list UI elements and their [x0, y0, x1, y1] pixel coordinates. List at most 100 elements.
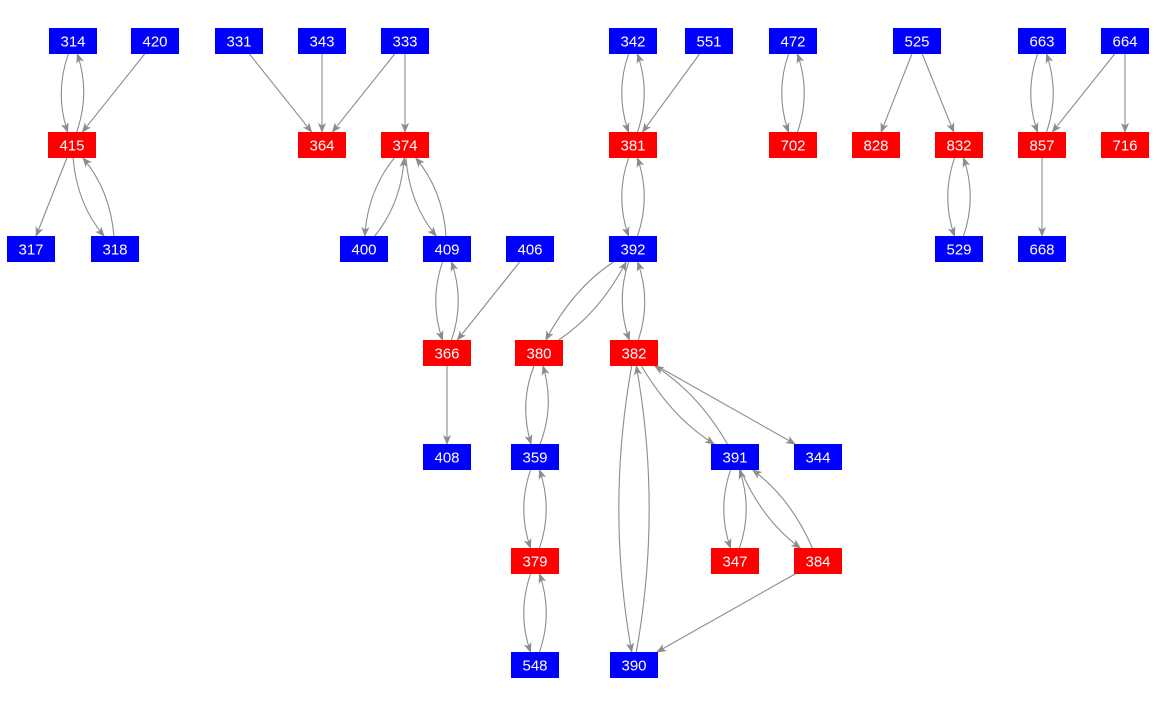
node-391[interactable]: 391: [711, 444, 759, 470]
node-box: [935, 236, 983, 262]
node-label: 400: [351, 242, 376, 259]
edge-379-to-548: [523, 573, 532, 653]
node-318[interactable]: 318: [91, 236, 139, 262]
node-333[interactable]: 333: [381, 28, 429, 54]
node-box: [381, 28, 429, 54]
node-box: [711, 444, 759, 470]
node-label: 668: [1029, 242, 1054, 259]
node-379[interactable]: 379: [511, 548, 559, 574]
node-box: [685, 28, 733, 54]
node-label: 314: [60, 34, 85, 51]
node-400[interactable]: 400: [340, 236, 388, 262]
node-828[interactable]: 828: [852, 132, 900, 158]
edge-391-to-347: [723, 469, 732, 549]
node-box: [1018, 236, 1066, 262]
node-label: 347: [722, 554, 747, 571]
node-label: 384: [805, 554, 830, 571]
node-382[interactable]: 382: [610, 340, 658, 366]
node-label: 409: [434, 242, 459, 259]
node-box: [794, 548, 842, 574]
edge-392-to-381: [636, 157, 645, 237]
node-box: [298, 132, 346, 158]
edge-314-to-415: [60, 53, 69, 133]
node-344[interactable]: 344: [794, 444, 842, 470]
edge-664-to-857: [1051, 53, 1116, 133]
node-406[interactable]: 406: [506, 236, 554, 262]
edge-380-to-359: [524, 365, 535, 445]
node-box: [511, 444, 559, 470]
node-label: 317: [18, 242, 43, 259]
node-label: 702: [780, 138, 805, 155]
node-314[interactable]: 314: [49, 28, 97, 54]
node-529[interactable]: 529: [935, 236, 983, 262]
node-box: [506, 236, 554, 262]
edge-415-to-314: [76, 53, 85, 133]
edge-391-to-382: [654, 365, 728, 445]
node-box: [893, 28, 941, 54]
edge-548-to-379: [538, 573, 547, 653]
node-box: [91, 236, 139, 262]
node-716[interactable]: 716: [1101, 132, 1149, 158]
node-525[interactable]: 525: [893, 28, 941, 54]
node-label: 380: [526, 346, 551, 363]
node-317[interactable]: 317: [7, 236, 55, 262]
node-832[interactable]: 832: [935, 132, 983, 158]
node-342[interactable]: 342: [609, 28, 657, 54]
node-392[interactable]: 392: [609, 236, 657, 262]
node-366[interactable]: 366: [423, 340, 471, 366]
edge-420-to-415: [81, 53, 146, 133]
node-374[interactable]: 374: [381, 132, 429, 158]
node-label: 342: [620, 34, 645, 51]
node-364[interactable]: 364: [298, 132, 346, 158]
node-664[interactable]: 664: [1101, 28, 1149, 54]
edge-702-to-472: [796, 53, 805, 133]
node-box: [423, 444, 471, 470]
node-box: [7, 236, 55, 262]
node-box: [511, 652, 559, 678]
edge-381-to-342: [636, 53, 645, 133]
node-label: 828: [863, 138, 888, 155]
node-box: [423, 236, 471, 262]
node-857[interactable]: 857: [1018, 132, 1066, 158]
node-668[interactable]: 668: [1018, 236, 1066, 262]
edge-382-to-344: [656, 365, 796, 445]
node-343[interactable]: 343: [298, 28, 346, 54]
edge-415-to-317: [35, 157, 68, 237]
node-label: 525: [904, 34, 929, 51]
node-331[interactable]: 331: [215, 28, 263, 54]
node-box: [49, 28, 97, 54]
node-472[interactable]: 472: [769, 28, 817, 54]
node-box: [609, 132, 657, 158]
node-box: [610, 652, 658, 678]
node-390[interactable]: 390: [610, 652, 658, 678]
edge-374-to-400: [361, 157, 395, 237]
node-box: [423, 340, 471, 366]
node-box: [852, 132, 900, 158]
node-381[interactable]: 381: [609, 132, 657, 158]
node-409[interactable]: 409: [423, 236, 471, 262]
node-label: 551: [696, 34, 721, 51]
edge-415-to-318: [72, 157, 105, 237]
node-408[interactable]: 408: [423, 444, 471, 470]
node-label: 333: [392, 34, 417, 51]
node-551[interactable]: 551: [685, 28, 733, 54]
node-663[interactable]: 663: [1018, 28, 1066, 54]
edge-525-to-832: [921, 53, 955, 133]
node-548[interactable]: 548: [511, 652, 559, 678]
edge-379-to-359: [538, 469, 547, 549]
node-box: [609, 28, 657, 54]
node-380[interactable]: 380: [515, 340, 563, 366]
node-box: [381, 132, 429, 158]
node-label: 374: [392, 138, 417, 155]
node-415[interactable]: 415: [48, 132, 96, 158]
node-702[interactable]: 702: [769, 132, 817, 158]
node-347[interactable]: 347: [711, 548, 759, 574]
node-420[interactable]: 420: [131, 28, 179, 54]
edge-366-to-409: [450, 261, 459, 341]
edge-529-to-832: [962, 157, 971, 237]
node-384[interactable]: 384: [794, 548, 842, 574]
node-359[interactable]: 359: [511, 444, 559, 470]
edge-390-to-382: [633, 365, 650, 653]
node-label: 359: [522, 450, 547, 467]
node-box: [340, 236, 388, 262]
